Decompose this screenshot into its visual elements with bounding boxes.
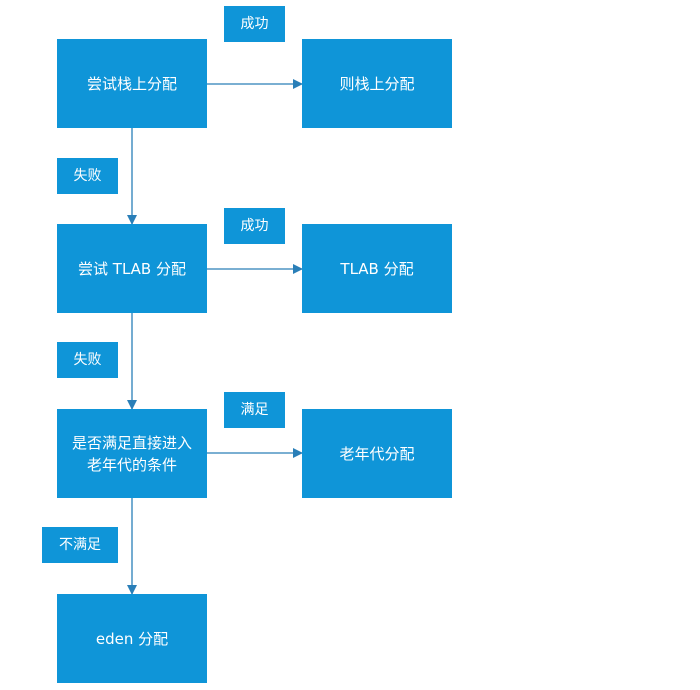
node-old-alloc: 老年代分配	[302, 409, 452, 498]
node-label: 是否满足直接进入老年代的条件	[71, 433, 192, 474]
tag-label: 满足	[240, 402, 269, 418]
tag-success-tlab: 成功	[224, 208, 285, 244]
node-try-stack: 尝试栈上分配	[57, 39, 207, 128]
node-label: 尝试 TLAB 分配	[78, 259, 186, 278]
node-stack-alloc: 则栈上分配	[302, 39, 452, 128]
tag-label: 失败	[73, 168, 102, 184]
tag-fail-stack: 失败	[57, 158, 118, 194]
tag-success-stack: 成功	[224, 6, 285, 42]
node-label: 尝试栈上分配	[86, 74, 177, 93]
tag-label: 成功	[240, 16, 269, 32]
node-check-old: 是否满足直接进入老年代的条件	[57, 409, 207, 498]
node-label: 则栈上分配	[339, 74, 415, 93]
tag-label: 成功	[240, 218, 269, 234]
node-tlab-alloc: TLAB 分配	[302, 224, 452, 313]
node-label: eden 分配	[95, 629, 169, 648]
tag-not-satisfy: 不满足	[42, 527, 118, 563]
node-label: 老年代分配	[339, 444, 415, 463]
tag-label: 失败	[73, 352, 102, 368]
tag-label: 不满足	[59, 537, 101, 553]
tag-satisfy-old: 满足	[224, 392, 285, 428]
node-try-tlab: 尝试 TLAB 分配	[57, 224, 207, 313]
tag-fail-tlab: 失败	[57, 342, 118, 378]
node-eden-alloc: eden 分配	[57, 594, 207, 683]
node-label: TLAB 分配	[340, 259, 414, 278]
